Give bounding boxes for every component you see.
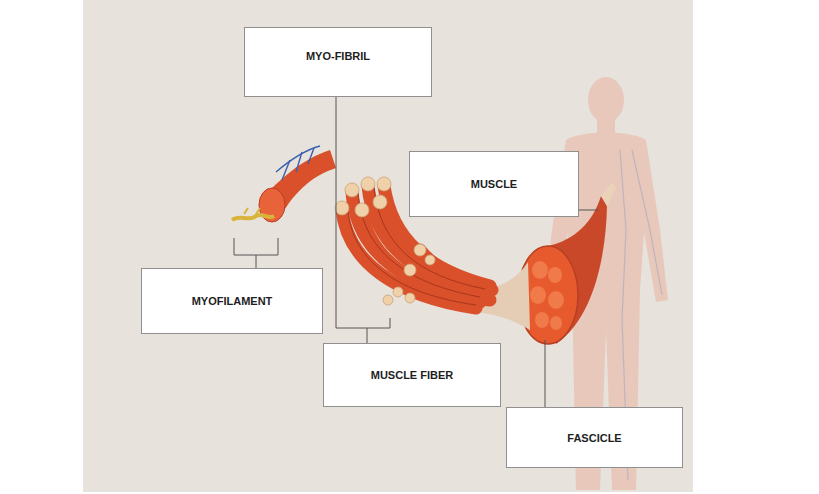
- label-box: FASCICLE: [506, 407, 683, 468]
- fascicle-ends: [530, 261, 564, 330]
- label-text: MYOFILAMENT: [192, 295, 273, 307]
- label-box: MYOFILAMENT: [141, 268, 323, 334]
- photo-ground: [83, 0, 693, 492]
- label-box: MUSCLE: [409, 151, 579, 217]
- label-text: FASCICLE: [567, 432, 621, 444]
- label-box: MYO-FIBRIL: [244, 27, 432, 97]
- leader-connector: [336, 97, 367, 343]
- label-text: MUSCLE FIBER: [371, 369, 454, 381]
- label-text: MYO-FIBRIL: [306, 50, 370, 62]
- label-box: MUSCLE FIBER: [323, 343, 501, 407]
- muscle-belly: [548, 196, 607, 344]
- myofibril-net: [276, 146, 320, 180]
- myofilament: [232, 215, 274, 220]
- myofilament-heads: [244, 208, 260, 214]
- label-text: MUSCLE: [471, 178, 517, 190]
- tendon: [601, 182, 616, 206]
